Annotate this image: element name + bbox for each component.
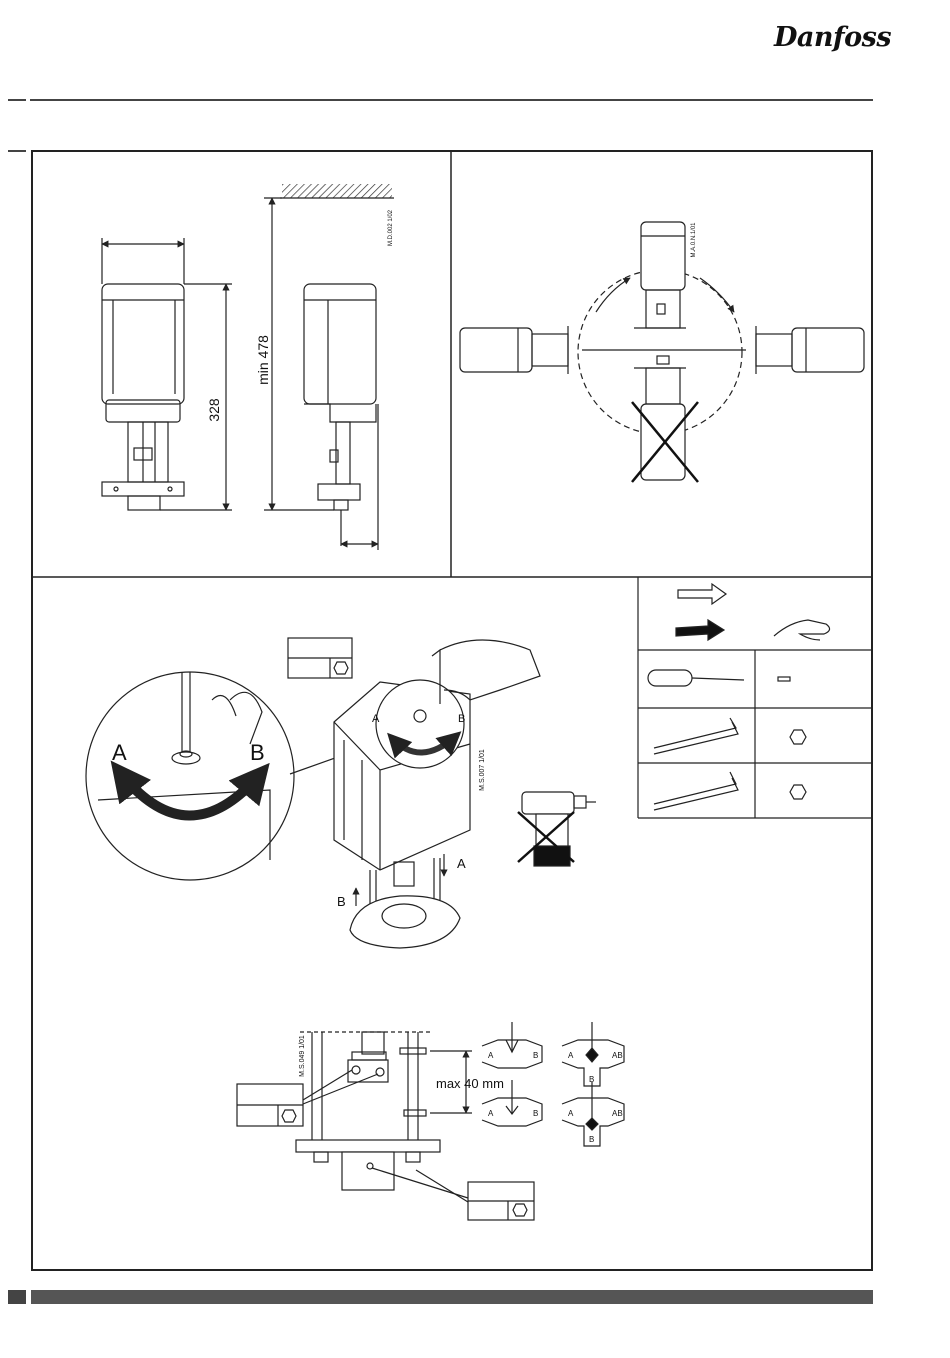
svg-text:B: B	[589, 1075, 594, 1084]
svg-text:B: B	[589, 1135, 594, 1144]
stem-arrow-b-label: B	[337, 894, 346, 909]
knob-label-a: A	[372, 713, 380, 725]
svg-text:A: A	[568, 1109, 574, 1118]
knob-label-b: B	[458, 713, 465, 725]
svg-text:A: A	[488, 1051, 494, 1060]
max-stroke-label: max 40 mm	[436, 1076, 504, 1091]
magnifier-label-b: B	[250, 740, 265, 765]
svg-text:AB: AB	[612, 1051, 623, 1060]
stroke-drawing	[237, 1022, 624, 1220]
tool-legend-table	[638, 577, 871, 818]
svg-text:B: B	[533, 1051, 538, 1060]
dim-drawing-code: M.D.002 1/02	[388, 209, 394, 246]
svg-text:B: B	[533, 1109, 538, 1118]
magnifier-label-a: A	[112, 740, 127, 765]
orientation-drawing	[460, 222, 864, 480]
svg-text:A: A	[488, 1109, 494, 1118]
dim-min478-label: min 478	[255, 335, 271, 385]
stem-arrow-a-label: A	[457, 856, 466, 871]
dimension-drawing	[102, 184, 394, 550]
svg-text:AB: AB	[612, 1109, 623, 1118]
svg-text:A: A	[568, 1051, 574, 1060]
valve-2way-top	[482, 1022, 542, 1068]
orientation-drawing-code: M.A.0.N.1/01	[691, 222, 697, 258]
manual-drawing-code: M.S.007 1/01	[479, 749, 486, 791]
stroke-drawing-code: M.S.049 1/01	[299, 1035, 306, 1077]
dim-328-label: 328	[206, 398, 222, 422]
